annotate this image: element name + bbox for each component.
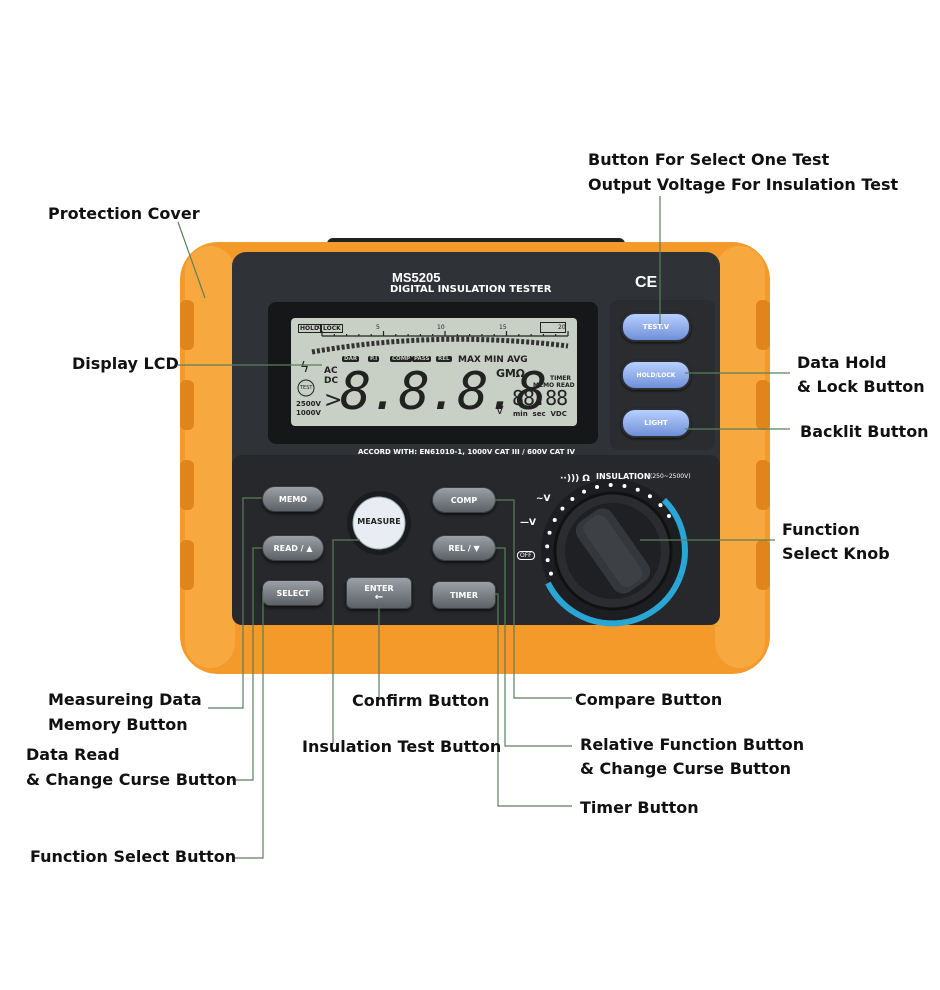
lcd-dc: DC [324,376,339,386]
knob-pos-acv: ~V [536,494,551,504]
measure-button[interactable]: MEASURE [357,517,401,526]
knob-scale-dot [647,494,652,499]
callout-data-hold-line2: & Lock Button [797,377,925,396]
lcd-gt: > [324,388,343,413]
svg-text:ϟ: ϟ [300,360,309,376]
callout-knob-line1: Function [782,520,860,539]
lcd-sub-units: min sec VDC [513,410,567,418]
callout-confirm: Confirm Button [352,691,490,710]
test-voltage-button[interactable]: TEST.V [621,312,691,342]
callout-memory-line1: Measureing Data [48,690,202,709]
timer-button[interactable]: TIMER [432,581,496,609]
accord-text: ACCORD WITH: EN61010-1, 1000V CAT III / … [358,448,575,456]
knob-range: (250~2500V) [650,473,691,480]
knob-scale-dot [560,506,565,511]
callout-protection-cover: Protection Cover [48,204,200,223]
callout-timer: Timer Button [580,798,699,817]
knob-scale-dot [552,518,557,523]
knob-scale-dot [658,503,663,508]
knob-pos-dcv: —V [520,518,536,528]
read-button[interactable]: READ / ▲ [262,535,324,561]
knob-pos-off: OFF [517,551,535,560]
lcd-unit-gmohm: G M Ω [496,367,525,380]
lcd-mode-tag: PASS [412,356,432,362]
callout-function-select: Function Select Button [30,847,237,866]
knob-label: INSULATION [596,472,651,481]
lcd-2500v: 2500V [296,400,321,408]
knob-scale-dot [545,544,550,549]
measure-button-face [352,496,406,550]
knob-scale-dot [622,484,627,489]
lcd-scale-label: 10 [437,324,445,331]
lcd-main-digits: 8.8.8.8 [340,362,547,422]
callout-compare: Compare Button [575,690,723,709]
callout-test-voltage-line2: Output Voltage For Insulation Test [588,175,899,194]
lcd-scale-label: 5 [376,324,380,331]
knob-scale-dot [547,530,552,535]
memo-button[interactable]: MEMO [262,486,324,512]
battery-icon [540,322,566,333]
lcd-stats: MAX MIN AVG [458,355,528,365]
callout-relative-line1: Relative Function Button [580,735,805,754]
lcd-mode-tag: DAR [342,356,360,362]
enter-arrow-icon: ← [374,592,384,603]
callout-read-line2: & Change Curse Button [26,770,237,789]
lcd-sub-digits: 88:88 [512,386,568,410]
knob-scale-dot [545,558,550,563]
enter-button[interactable]: ENTER ← [346,577,412,609]
hold-lock-button[interactable]: HOLD/LOCK [621,360,691,390]
comp-button[interactable]: COMP [432,487,496,513]
lcd-scale-label: 15 [499,324,507,331]
knob-pos-ohm: ··))) Ω [560,474,590,484]
callout-relative-line2: & Change Curse Button [580,759,791,778]
lcd-unit-v: V [496,404,504,417]
lcd-mode-tag: P.I [368,356,380,362]
lcd-timer: TIMER [550,375,572,382]
lcd-1000v: 1000V [296,409,321,417]
callout-insulation-test: Insulation Test Button [302,737,502,756]
lcd-test: TEST [300,385,313,391]
callout-memory-line2: Memory Button [48,715,188,734]
knob-scale-dot [595,484,600,489]
callout-knob-line2: Select Knob [782,544,890,563]
lcd-mode-tag: REL [436,356,452,362]
callout-data-hold-line1: Data Hold [797,353,887,372]
knob-scale-dot [635,487,640,492]
callout-read-line1: Data Read [26,745,120,764]
callout-test-voltage-line1: Button For Select One Test [588,150,830,169]
callout-backlit: Backlit Button [800,422,929,441]
device-subtitle: DIGITAL INSULATION TESTER [390,284,552,295]
knob-scale-dot [666,514,671,519]
enter-label: ENTER [364,584,394,593]
knob-scale-dot [570,496,575,501]
lcd-scale-label: 0 [318,324,322,331]
lcd-memo-read: MEMO READ [533,382,575,389]
lcd-lock-tag: LOCK [321,324,343,333]
knob-scale-dot [548,571,553,576]
knob-scale-dot [582,489,587,494]
lcd-scale-label: 20 [558,324,566,331]
lcd-ac: AC [324,366,338,376]
lcd-mode-tag: COMP [390,356,413,362]
knob-scale-dot [608,483,613,488]
model-name: MS5205 [392,270,441,285]
select-button[interactable]: SELECT [262,580,324,606]
light-button[interactable]: LIGHT [621,408,691,438]
callout-display-lcd: Display LCD [72,354,179,373]
lcd-hold-tag: HOLD [298,324,321,333]
ce-mark: CE [635,274,658,291]
